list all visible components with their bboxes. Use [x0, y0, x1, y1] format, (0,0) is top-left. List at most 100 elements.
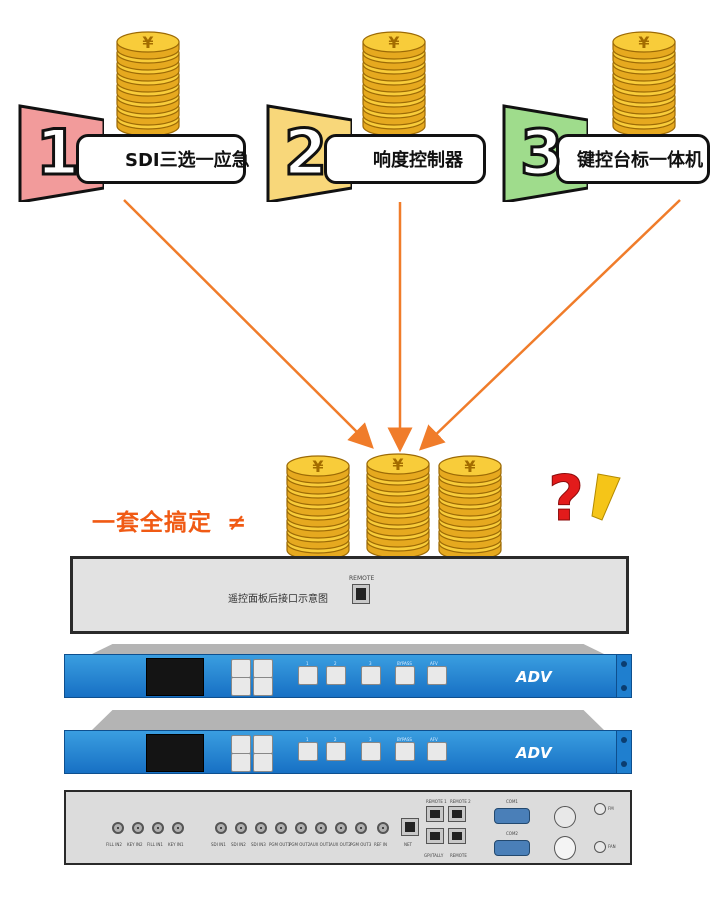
bnc-label: PGM OUT2: [289, 842, 311, 847]
key-button-1-5[interactable]: [427, 666, 447, 685]
com2-label: COM2: [506, 831, 518, 836]
bnc-connector-icon[interactable]: [172, 822, 184, 834]
banner-number-1: 1: [34, 116, 80, 189]
banner-2: 响度控制器 2: [264, 104, 486, 202]
fan-label: FAN: [608, 844, 616, 849]
bnc-label: SDI IN1: [211, 842, 226, 847]
yen-symbol: ¥: [388, 33, 399, 52]
nav-button-up-right-1[interactable]: [253, 659, 273, 678]
net-port-icon[interactable]: [401, 818, 419, 836]
key-button-2-2[interactable]: [326, 742, 346, 761]
key-button-1-1[interactable]: [298, 666, 318, 685]
rear-panel: [64, 790, 632, 865]
bnc-connector-icon[interactable]: [335, 822, 347, 834]
banner-1: SDI三选一应急 1: [16, 104, 250, 202]
gpi-port-icon[interactable]: [426, 828, 444, 844]
slogan: 一套全搞定 ≠: [92, 503, 247, 537]
key-button-2-1[interactable]: [298, 742, 318, 761]
nav-button-up-right-2[interactable]: [253, 735, 273, 754]
remote-port-label: REMOTE: [349, 575, 375, 582]
key-button-2-5[interactable]: [427, 742, 447, 761]
bnc-connector-icon[interactable]: [255, 822, 267, 834]
lcd-screen-1: [146, 658, 204, 696]
remote-label: REMOTE: [450, 853, 467, 858]
net-label: NET: [404, 842, 412, 847]
nav-button-down-right-1[interactable]: [253, 677, 273, 696]
question-mark-icon: ?: [548, 462, 621, 536]
key-label-1-4: BYPASS: [397, 661, 412, 666]
bnc-connector-icon[interactable]: [235, 822, 247, 834]
key-label-2-1: 1: [306, 737, 309, 742]
fan-icon: [594, 841, 606, 853]
bnc-label: KEY IN1: [168, 842, 184, 847]
com1-port-icon[interactable]: [494, 808, 530, 824]
nav-button-up-left-1[interactable]: [231, 659, 251, 678]
key-button-1-3[interactable]: [361, 666, 381, 685]
adv-logo-2: ADV: [516, 744, 552, 762]
key-label-1-1: 1: [306, 661, 309, 666]
key-button-1-4[interactable]: [395, 666, 415, 685]
banner-number-3: 3: [518, 116, 564, 189]
yen-symbol: ¥: [464, 457, 475, 476]
coin-stack-bottom-1: ¥: [286, 455, 350, 561]
bnc-label: FILL IN2: [106, 842, 122, 847]
com2-port-icon[interactable]: [494, 840, 530, 856]
bnc-label: SDI IN3: [251, 842, 266, 847]
remote-2-label: REMOTE 2: [450, 799, 471, 804]
bnc-connector-icon[interactable]: [215, 822, 227, 834]
bnc-label: SDI IN2: [231, 842, 246, 847]
banner-number-2: 2: [282, 116, 328, 189]
fuse-icon: [594, 803, 606, 815]
bnc-label: REF IN: [374, 842, 388, 847]
nav-button-down-right-2[interactable]: [253, 753, 273, 772]
bnc-label: FILL IN1: [147, 842, 163, 847]
bnc-connector-icon[interactable]: [152, 822, 164, 834]
yen-symbol: ¥: [392, 455, 403, 474]
adv-logo-1: ADV: [516, 668, 552, 686]
bnc-label: KEY IN2: [127, 842, 143, 847]
gpi-tally-label: GPI/TALLY: [424, 853, 444, 858]
nav-button-up-left-2[interactable]: [231, 735, 251, 754]
rack-ear-right-2: [616, 730, 632, 774]
bnc-label: PGM OUT3: [350, 842, 372, 847]
bnc-label: AUX OUT1: [310, 842, 331, 847]
remote-panel-diagram: [70, 556, 629, 634]
banner-label-3: 键控台标一体机: [556, 134, 710, 184]
yen-symbol: ¥: [638, 33, 649, 52]
remote-panel-label: 遥控面板后接口示意图: [228, 594, 328, 605]
remote-1-label: REMOTE 1: [426, 799, 447, 804]
remote-port-icon[interactable]: [448, 828, 466, 844]
banner-label-2: 响度控制器: [324, 134, 486, 184]
bnc-connector-icon[interactable]: [377, 822, 389, 834]
rack-top-2: [92, 710, 604, 730]
bnc-connector-icon[interactable]: [295, 822, 307, 834]
fm-label: FM: [608, 806, 614, 811]
power-socket-icon[interactable]: [554, 836, 576, 860]
yen-symbol: ¥: [142, 33, 153, 52]
nav-button-down-left-2[interactable]: [231, 753, 251, 772]
key-button-2-4[interactable]: [395, 742, 415, 761]
key-button-2-3[interactable]: [361, 742, 381, 761]
key-button-1-2[interactable]: [326, 666, 346, 685]
coin-stack-bottom-2: ¥: [366, 453, 430, 559]
remote-port-icon[interactable]: [448, 806, 466, 822]
rack-ear-right-1: [616, 654, 632, 698]
power-switch-icon[interactable]: [554, 806, 576, 828]
bnc-connector-icon[interactable]: [355, 822, 367, 834]
coin-stack-bottom-3: ¥: [438, 455, 502, 561]
nav-button-down-left-1[interactable]: [231, 677, 251, 696]
banner-3: 键控台标一体机 3: [500, 104, 710, 202]
key-label-2-5: AFV: [430, 737, 438, 742]
remote-port-icon: [352, 584, 370, 604]
rack-top-1: [92, 644, 604, 654]
bnc-connector-icon[interactable]: [112, 822, 124, 834]
remote-port-icon[interactable]: [426, 806, 444, 822]
coin-stack-2: ¥: [362, 31, 426, 137]
bnc-connector-icon[interactable]: [315, 822, 327, 834]
key-label-1-2: 2: [334, 661, 337, 666]
bnc-connector-icon[interactable]: [275, 822, 287, 834]
bnc-connector-icon[interactable]: [132, 822, 144, 834]
coin-stack-1: ¥: [116, 31, 180, 137]
banner-label-1: SDI三选一应急: [76, 134, 250, 184]
